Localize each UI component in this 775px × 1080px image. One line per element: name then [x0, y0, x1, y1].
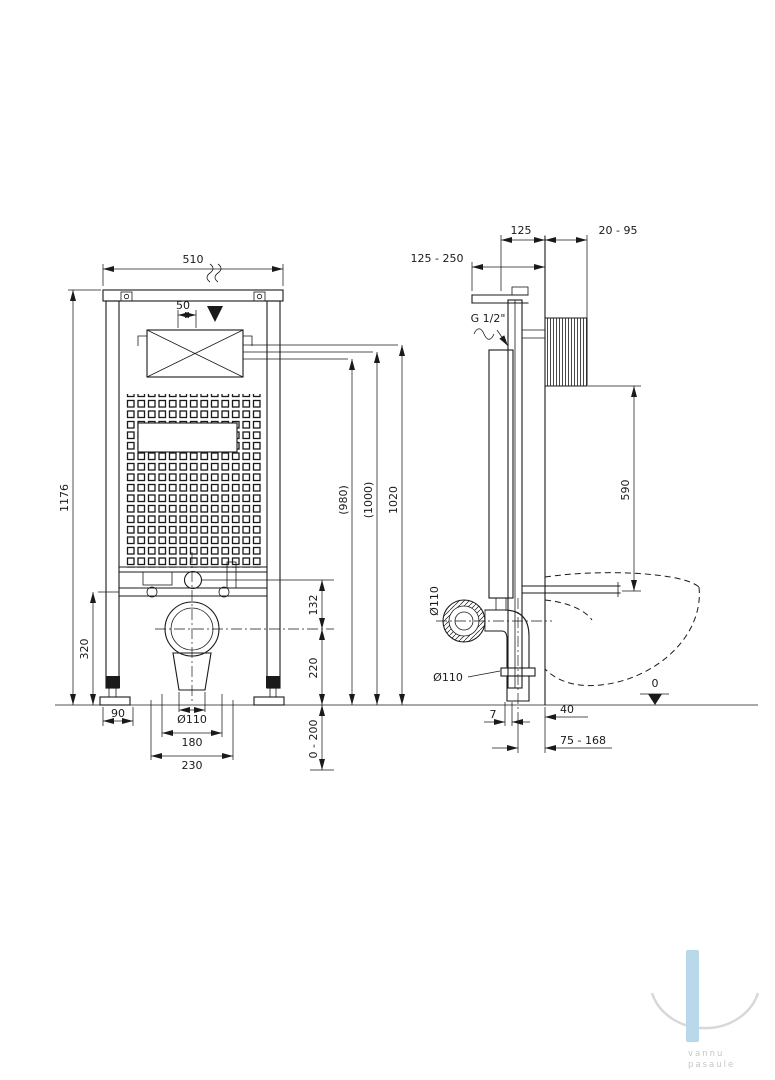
- front-leg-adjust-label: 0 - 200: [307, 720, 320, 759]
- side-view: 125 - 250 125 20 - 95 G 1/2" 590 Ø110 Ø1…: [411, 224, 700, 753]
- side-wall-clearance-label: 40: [560, 703, 574, 716]
- front-bend-to-drain-label: 132: [307, 595, 320, 616]
- inspection-window: [137, 422, 238, 453]
- dimensions-side: 125 - 250 125 20 - 95 G 1/2" 590 Ø110 Ø1…: [411, 224, 669, 753]
- flush-bend-circle: [183, 570, 203, 590]
- fixing-bolt-right: [218, 586, 230, 598]
- front-drain-diameter-label: Ø110: [177, 713, 207, 726]
- side-floor-outlet-diameter-label: Ø110: [433, 671, 463, 684]
- feet-front: [99, 676, 285, 706]
- front-overall-width-label: 510: [183, 253, 204, 266]
- foot-plate-left: [99, 696, 131, 706]
- front-bracket-height-label: 320: [78, 639, 91, 660]
- flush-box: [137, 329, 253, 378]
- front-height-980-label: (980): [337, 485, 350, 515]
- side-depth-label: 125: [511, 224, 532, 237]
- watermark-bar: [686, 950, 699, 1042]
- foot-plate-right: [253, 696, 285, 706]
- side-front-gap-label: 7: [490, 708, 497, 721]
- watermark-arc: [650, 992, 760, 1030]
- front-foot-offset-label: 90: [111, 707, 125, 720]
- inlet-squiggle-icon: [473, 328, 495, 340]
- datum-triangle-icon: [648, 694, 662, 705]
- wall-section: [522, 235, 588, 706]
- frame-front: [102, 263, 284, 689]
- drain-assembly-front: [98, 552, 334, 701]
- dimensions-front: 510 50 1176 320 90 Ø110: [58, 253, 405, 772]
- front-spacing-outer-label: 230: [182, 759, 203, 772]
- watermark-logo: vannu pasaule: [650, 950, 760, 1070]
- front-overall-height-label: 1176: [58, 484, 71, 512]
- side-bowl-height-label: 590: [619, 480, 632, 501]
- access-grid: [125, 394, 262, 568]
- front-height-1020-label: 1020: [387, 486, 400, 514]
- front-drain-height-label: 220: [307, 658, 320, 679]
- wall-anchor-hatch: [544, 317, 588, 387]
- side-outlet-diameter-label: Ø110: [428, 586, 441, 616]
- side-water-inlet-label: G 1/2": [471, 312, 506, 325]
- cistern-side: [488, 349, 514, 599]
- side-wall-anchor-range-label: 20 - 95: [599, 224, 638, 237]
- front-height-1000-label: (1000): [362, 482, 375, 519]
- front-spacing-inner-label: 180: [182, 736, 203, 749]
- drain-assembly-side: [436, 598, 552, 714]
- toilet-bowl-outline: [544, 572, 700, 687]
- frame-side: [471, 286, 621, 689]
- front-flush-offset-label: 50: [176, 299, 190, 312]
- drain-funnel: [172, 652, 212, 691]
- front-view: 510 50 1176 320 90 Ø110: [58, 253, 405, 772]
- watermark-line2: pasaule: [688, 1060, 735, 1070]
- inlet-arrow-icon: [207, 306, 223, 322]
- side-outlet-depth-range-label: 75 - 168: [560, 734, 606, 747]
- side-floor-datum-label: 0: [652, 677, 659, 690]
- fixing-bolt-left: [146, 586, 158, 598]
- side-pipe-depth-range-label: 125 - 250: [411, 252, 464, 265]
- watermark-line1: vannu: [688, 1049, 724, 1059]
